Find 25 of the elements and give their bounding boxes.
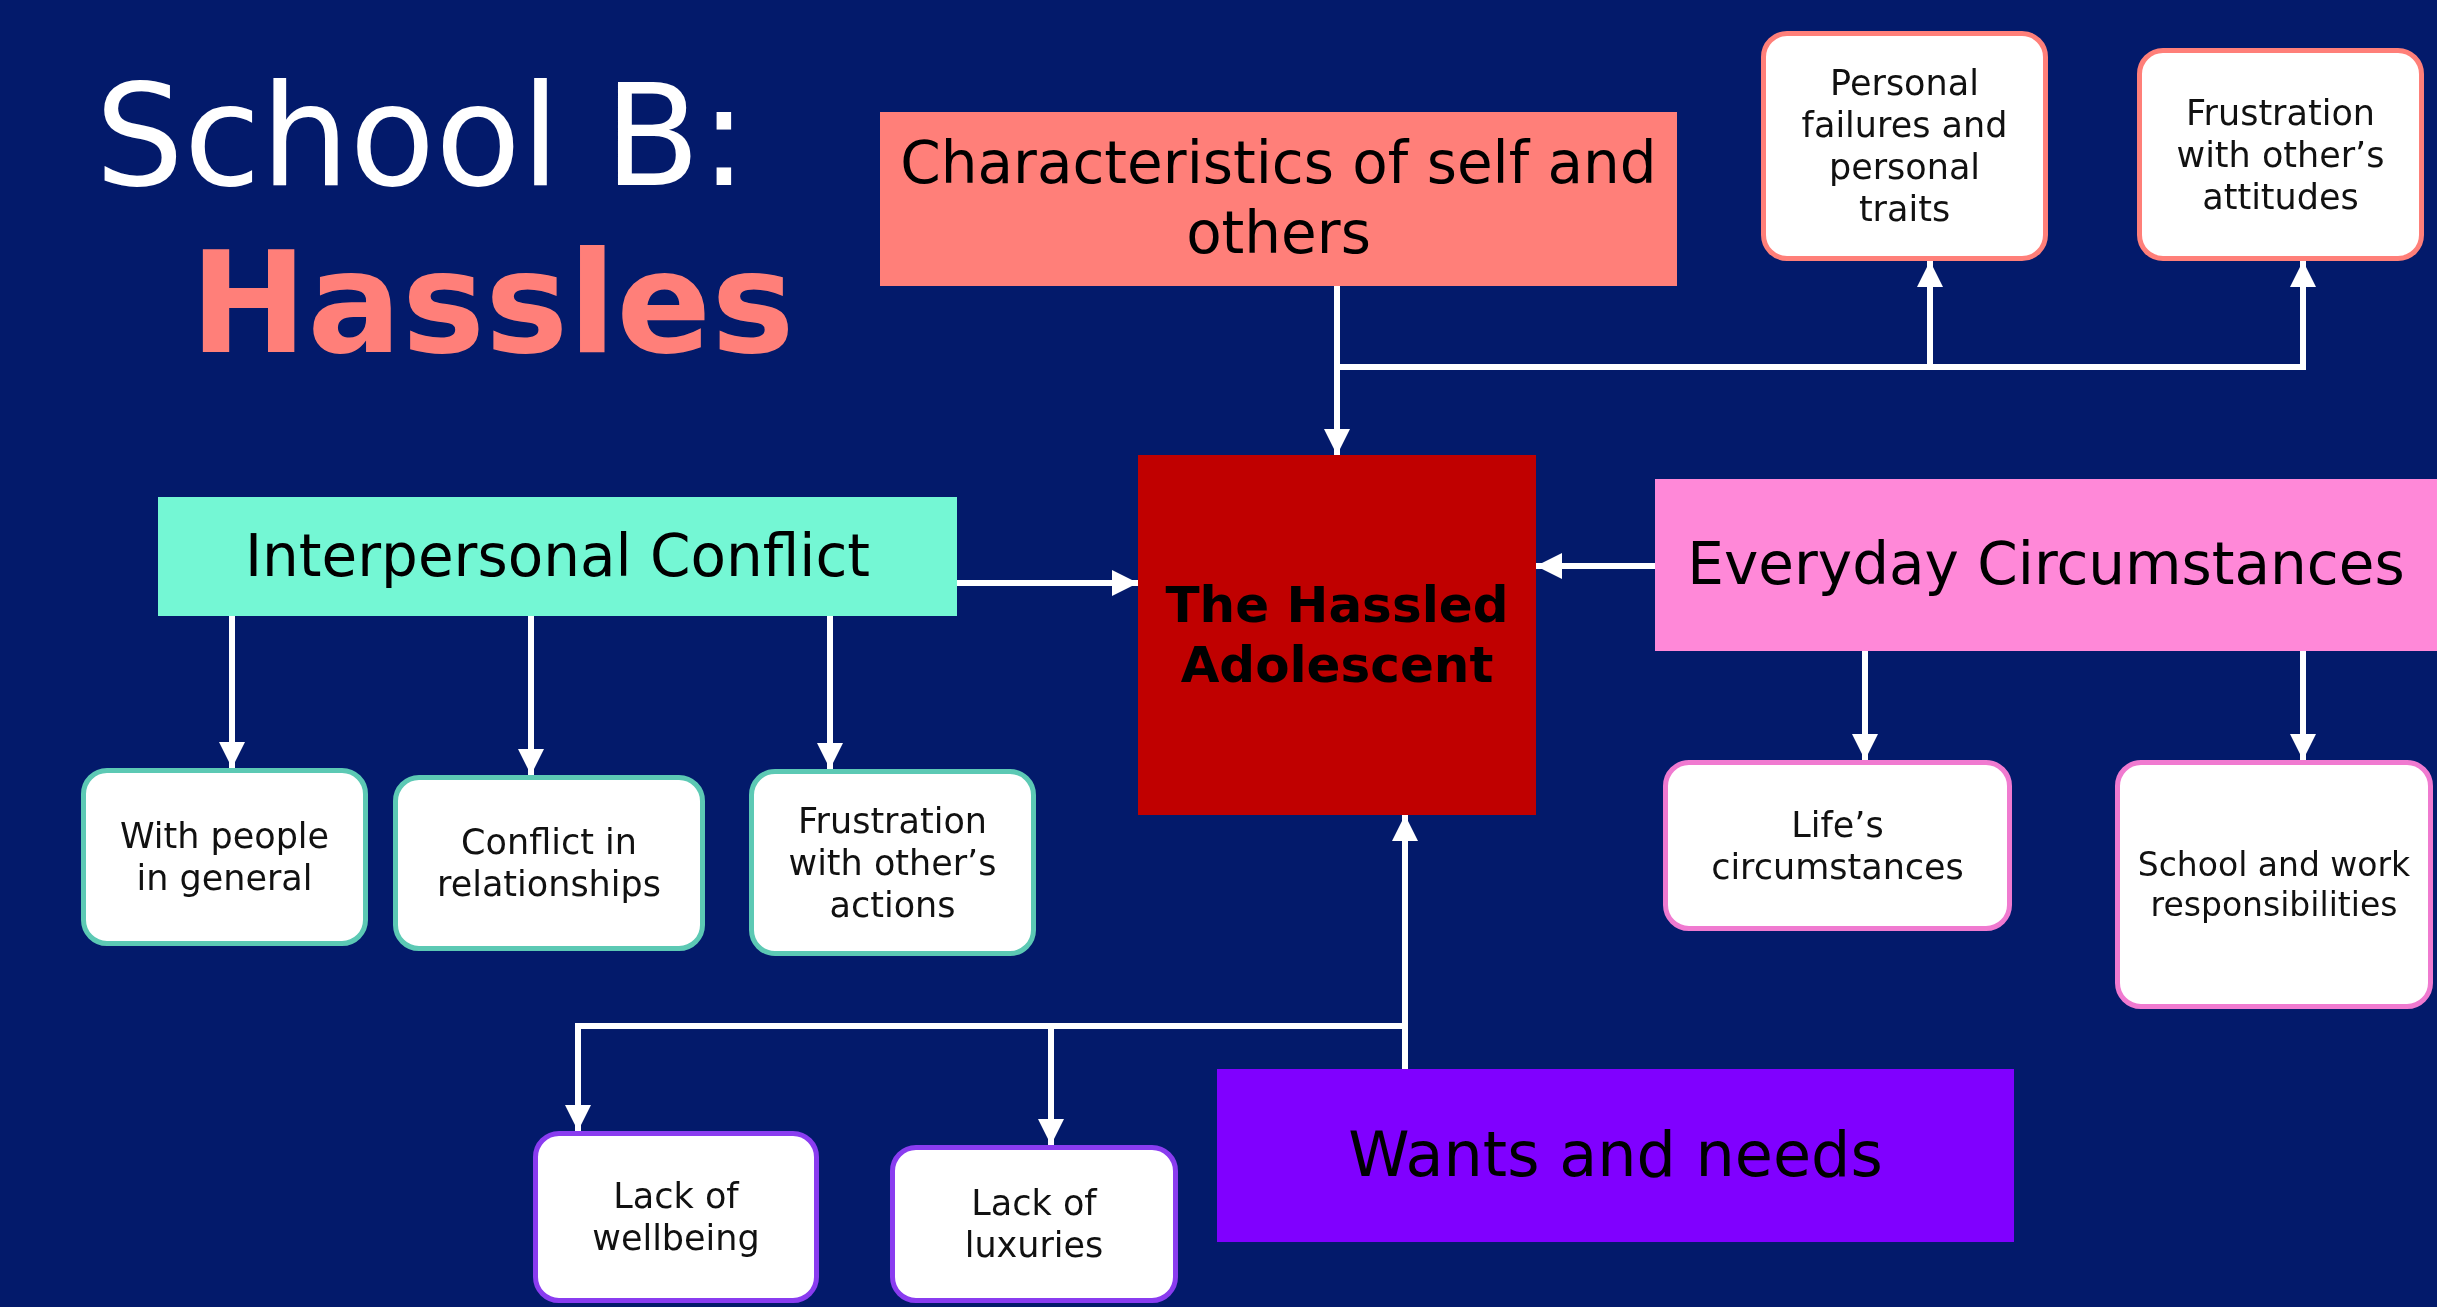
hassle-box: Lack of luxuries [890,1145,1178,1303]
arrow [1334,261,2316,370]
title: School B: [95,60,748,214]
hassle-box: Frustration with other’s attitudes [2137,48,2424,261]
arrow [817,616,843,769]
hassle-box: Lack of wellbeing [533,1131,819,1303]
arrow [1038,1023,1408,1145]
hassle-box: School and work responsibilities [2115,760,2433,1009]
arrow [1852,651,1878,760]
category-box: Interpersonal Conflict [158,497,957,616]
category-box: The Hassled Adolescent [1138,455,1536,815]
arrow [2290,651,2316,760]
category-box: Wants and needs [1217,1069,2014,1242]
hassle-box: Frustration with other’s actions [749,769,1036,956]
category-box: Characteristics of self and others [880,112,1677,286]
hassle-box: Personal failures and personal traits [1761,31,2048,261]
hassle-box: With people in general [81,768,368,946]
subtitle: Hassles [190,221,795,387]
category-box: Everyday Circumstances [1655,479,2437,651]
arrow [957,570,1138,596]
hassle-box: Conflict in relationships [393,775,705,951]
arrow [518,616,544,775]
arrow [1536,553,1655,579]
arrow [219,616,245,768]
hassle-box: Life’s circumstances [1663,760,2012,931]
